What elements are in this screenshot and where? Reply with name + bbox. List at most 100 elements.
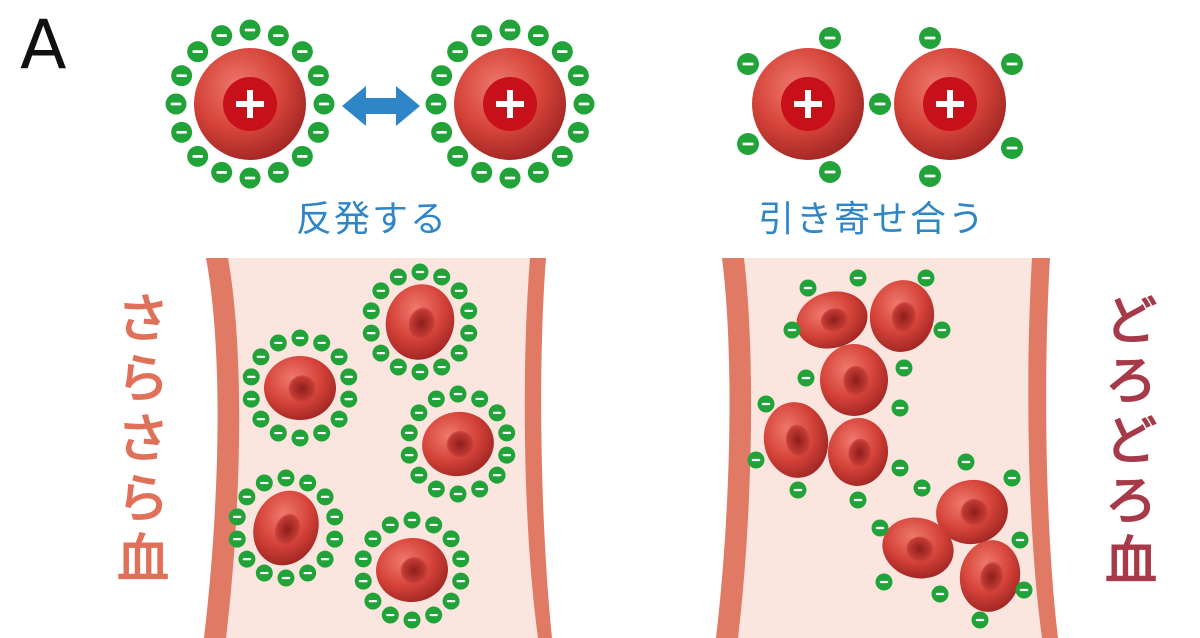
negative-charge-icon (330, 410, 348, 428)
negative-charge-icon (875, 573, 893, 591)
negative-charge-icon (471, 390, 489, 408)
red-blood-cell-icon (385, 284, 455, 360)
smooth-blood-char: さ (116, 290, 169, 350)
negative-charge-icon (919, 27, 941, 49)
negative-charge-icon (372, 282, 390, 300)
right-vessel-wall-right (1028, 258, 1058, 638)
negative-charge-icon (330, 348, 348, 366)
negative-charge-icon (427, 480, 445, 498)
negative-charge-icon (957, 453, 975, 471)
negative-charge-icon (403, 511, 421, 529)
negative-charge-icon (381, 516, 399, 534)
negative-charge-icon (165, 93, 187, 115)
negative-charge-icon (364, 592, 382, 610)
sticky-blood-char: ど (1104, 412, 1157, 472)
negative-charge-icon (425, 93, 447, 115)
negative-charge-icon (267, 161, 289, 183)
negative-charge-icon (326, 530, 344, 548)
red-blood-cell-icon (422, 411, 494, 477)
cells-layer (194, 48, 1021, 612)
red-blood-cell-icon (936, 479, 1008, 545)
negative-charge-icon (971, 611, 989, 629)
repel-caption: 反発する (296, 199, 449, 240)
negative-charge-icon (433, 268, 451, 286)
negative-charge-icon (551, 41, 573, 63)
negative-charge-icon (400, 424, 418, 442)
negative-charge-icon (891, 399, 909, 417)
negative-charge-icon (431, 121, 453, 143)
negative-charge-icon (291, 41, 313, 63)
negative-charge-icon (255, 474, 273, 492)
negative-charge-icon (442, 530, 460, 548)
red-blood-cell-icon (454, 48, 566, 160)
negative-charge-icon (291, 329, 309, 347)
smooth-blood-char: ら (116, 470, 169, 530)
negative-charge-icon (488, 466, 506, 484)
negative-charge-icon (238, 488, 256, 506)
red-blood-cell-icon (796, 291, 868, 349)
negative-charge-icon (354, 550, 372, 568)
negative-charge-icon (849, 491, 867, 509)
red-blood-cell-icon (264, 356, 336, 420)
negative-charge-icon (789, 481, 807, 499)
negative-charge-icon (797, 369, 815, 387)
negative-charge-icon (316, 488, 334, 506)
negative-charge-icon (471, 161, 493, 183)
negative-charge-icon (449, 385, 467, 403)
negative-charge-icon (252, 348, 270, 366)
negative-charge-icon (269, 334, 287, 352)
negative-charge-icon (431, 65, 453, 87)
negative-charge-icon (313, 93, 335, 115)
negative-charge-icon (228, 530, 246, 548)
negative-charge-icon (452, 550, 470, 568)
negative-charge-icon (299, 564, 317, 582)
right-vessel-wall-left (716, 258, 752, 638)
negative-charge-icon (919, 165, 941, 187)
negative-charge-icon (411, 263, 429, 281)
negative-charge-icon (757, 395, 775, 413)
negative-charge-icon (389, 358, 407, 376)
negative-charge-icon (313, 424, 331, 442)
negative-charge-icon (211, 25, 233, 47)
panel-label: A (20, 6, 67, 85)
charges-layer (165, 19, 1033, 629)
negative-charge-icon (242, 390, 260, 408)
negative-charge-icon (527, 161, 549, 183)
positive-charge-icon (781, 77, 835, 131)
negative-charge-icon (410, 466, 428, 484)
negative-charge-icon (307, 65, 329, 87)
negative-charge-icon (381, 606, 399, 624)
red-blood-cell-icon (820, 344, 888, 416)
negative-charge-icon (567, 121, 589, 143)
negative-charge-icon (372, 344, 390, 362)
negative-charge-icon (410, 404, 428, 422)
negative-charge-icon (933, 321, 951, 339)
negative-charge-icon (239, 167, 261, 189)
negative-charge-icon (573, 93, 595, 115)
negative-charge-icon (447, 41, 469, 63)
positive-charge-icon (223, 77, 277, 131)
positive-charge-icon (923, 77, 977, 131)
negative-charge-icon (255, 564, 273, 582)
sticky-blood-label: ど ろ ど ろ 血 (1096, 292, 1166, 592)
negative-charge-icon (737, 53, 759, 75)
red-blood-cell-icon (869, 280, 935, 352)
negative-charge-icon (340, 390, 358, 408)
negative-charge-icon (460, 324, 478, 342)
negative-charge-icon (269, 424, 287, 442)
negative-charge-icon (737, 133, 759, 155)
double-arrow-icon (342, 86, 420, 126)
negative-charge-icon (291, 429, 309, 447)
negative-charge-icon (449, 485, 467, 503)
negative-charge-icon (307, 121, 329, 143)
negative-charge-icon (362, 302, 380, 320)
attract-caption: 引き寄せ合う (758, 199, 987, 240)
sticky-blood-char: 血 (1104, 532, 1157, 592)
negative-charge-icon (869, 93, 891, 115)
negative-charge-icon (187, 145, 209, 167)
red-blood-cell-icon (882, 517, 954, 579)
negative-charge-icon (267, 25, 289, 47)
red-blood-cell-icon (959, 540, 1021, 612)
negative-charge-icon (433, 358, 451, 376)
